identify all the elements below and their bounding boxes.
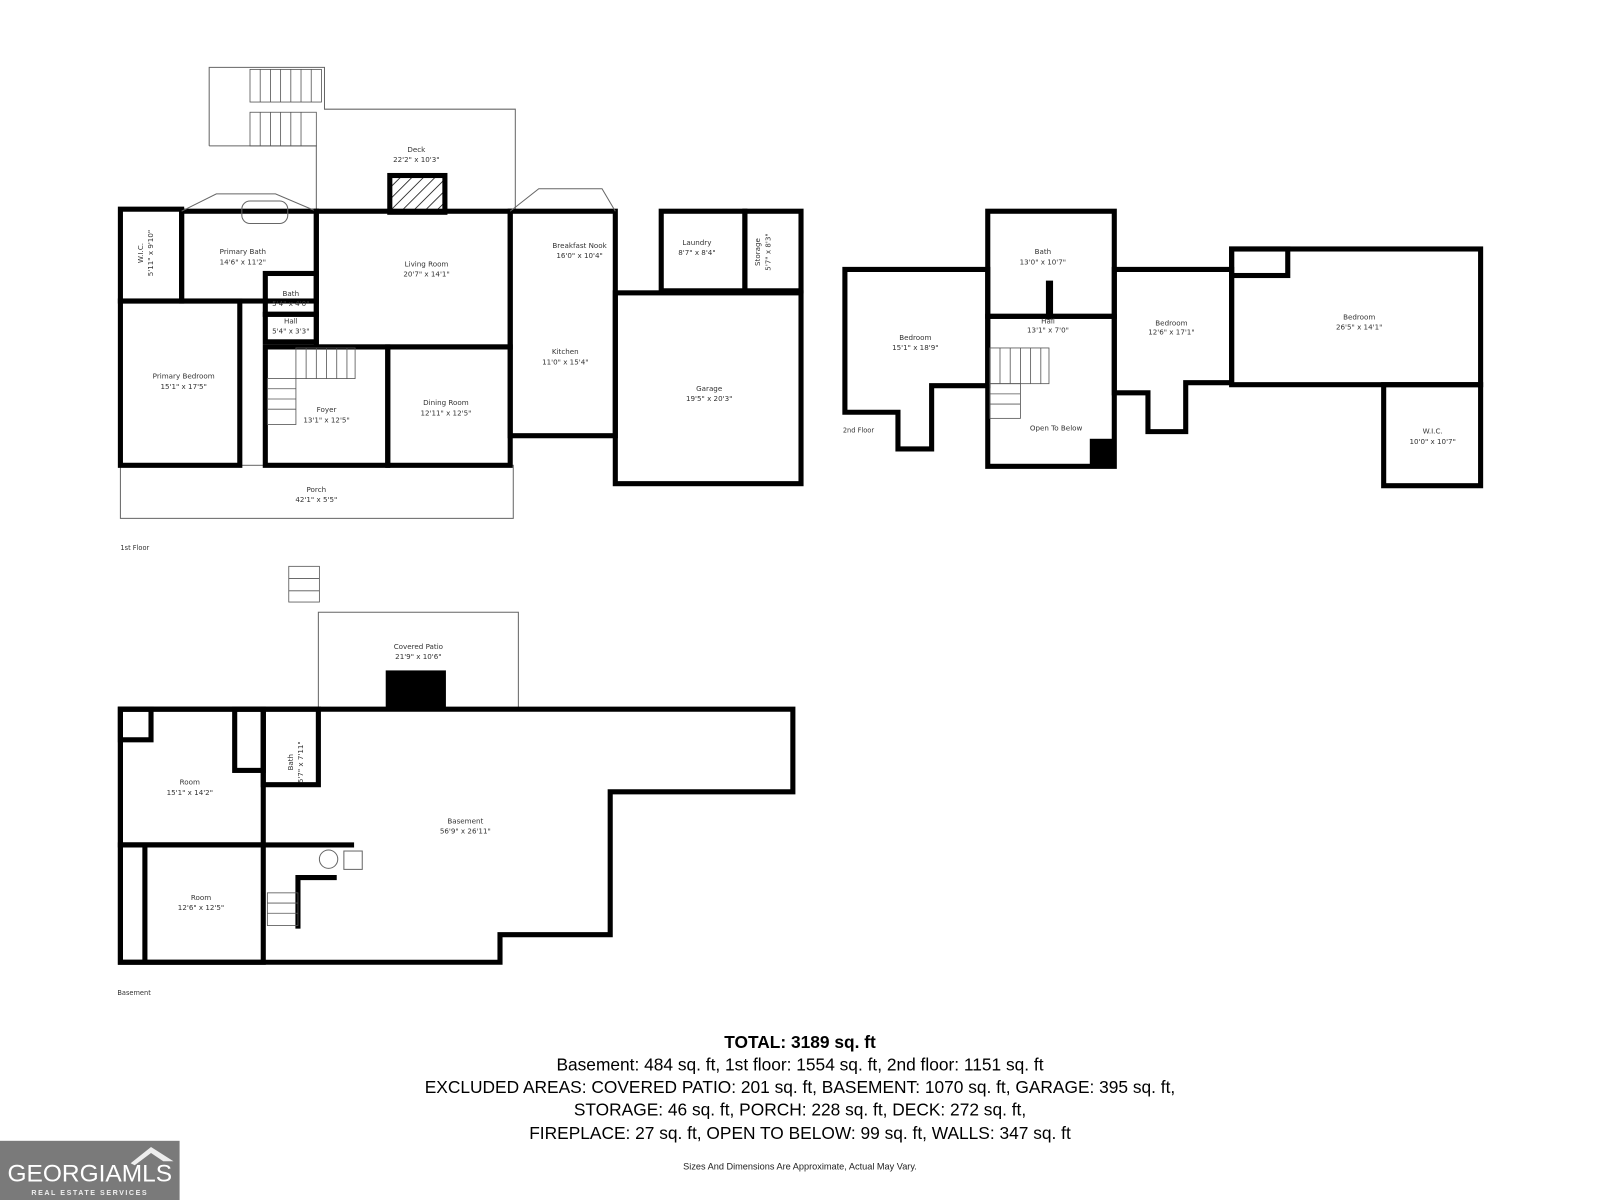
room-dims: 10'0" x 10'7" <box>1409 437 1455 446</box>
room-dims: 16'0" x 10'4" <box>556 251 602 260</box>
logo-text: GEORGIAMLS <box>8 1161 173 1188</box>
room-dims: 5'7" x 8'3" <box>763 233 772 270</box>
deck-outline <box>208 66 516 212</box>
water-heater-icon <box>318 849 339 869</box>
floor-label: 2nd Floor <box>843 427 874 435</box>
room-dims: 11'0" x 15'4" <box>542 357 588 366</box>
room-dims: 21'9" x 10'6" <box>395 652 441 661</box>
logo-subtitle: REAL ESTATE SERVICES <box>31 1189 148 1197</box>
room-dims: 26'5" x 14'1" <box>1336 323 1382 332</box>
room-name: Dining Room <box>423 398 469 407</box>
room-dims: 12'6" x 17'1" <box>1148 328 1194 337</box>
room-name: Laundry <box>682 238 711 247</box>
summary-line: STORAGE: 46 sq. ft, PORCH: 228 sq. ft, D… <box>574 1099 1026 1119</box>
basement-plan: Covered Patio 21'9" x 10'6" Room 15'1" x… <box>117 565 796 997</box>
summary-line: Basement: 484 sq. ft, 1st floor: 1554 sq… <box>556 1054 1043 1074</box>
room-dims: 15'1" x 14'2" <box>167 788 213 797</box>
first-floor-plan: Deck 22'2" x 10'3" Primary Bath 14'6" x … <box>117 66 804 552</box>
room-name: Bath <box>286 754 295 771</box>
room-dims: 5'7" x 7'11" <box>296 741 305 783</box>
room-name: Room <box>180 778 200 787</box>
total-area: TOTAL: 3189 sq. ft <box>724 1032 876 1052</box>
room-dims: 15'1" x 18'9" <box>892 343 938 352</box>
room-name: Bath <box>283 289 300 298</box>
room-dims: 13'1" x 7'0" <box>1027 326 1069 335</box>
deck-stairs <box>249 68 322 147</box>
georgia-mls-logo: GEORGIAMLS REAL ESTATE SERVICES <box>0 1140 180 1200</box>
room-dims: 42'1" x 5'5" <box>295 495 337 504</box>
room-name: Deck <box>407 145 426 154</box>
room-name: Bedroom <box>899 333 931 342</box>
room-dims: 12'11" x 12'5" <box>420 408 471 417</box>
room-name: W.I.C. <box>1423 427 1443 436</box>
room-name: Kitchen <box>552 347 579 356</box>
room-name: Open To Below <box>1030 424 1083 433</box>
disclaimer: Sizes And Dimensions Are Approximate, Ac… <box>683 1161 917 1171</box>
room-dims: 56'9" x 26'11" <box>440 827 491 836</box>
room-dims: 5'4" x 4'0" <box>272 299 309 308</box>
room-name: Bedroom <box>1155 319 1187 328</box>
room-name: Porch <box>307 485 327 494</box>
summary-line: EXCLUDED AREAS: COVERED PATIO: 201 sq. f… <box>425 1077 1176 1097</box>
room-dims: 20'7" x 14'1" <box>403 270 449 279</box>
summary-line: FIREPLACE: 27 sq. ft, OPEN TO BELOW: 99 … <box>529 1123 1071 1143</box>
room-name: Bath <box>1035 247 1052 256</box>
fireplace <box>387 172 448 215</box>
room-dims: 8'7" x 8'4" <box>678 248 715 257</box>
floor-label: Basement <box>117 989 151 997</box>
room-dims: 13'0" x 10'7" <box>1020 257 1066 266</box>
room-dims: 22'2" x 10'3" <box>393 155 439 164</box>
room-name: Primary Bath <box>220 247 266 256</box>
second-floor-plan: Bedroom 15'1" x 18'9" Bath 13'0" x 10'7"… <box>842 208 1484 489</box>
room-dims: 14'6" x 11'2" <box>220 257 266 266</box>
room-dims: 19'5" x 20'3" <box>686 394 732 403</box>
room-name: Living Room <box>405 259 449 268</box>
room-dims: 5'11" x 9'10" <box>146 230 155 276</box>
room-name: Breakfast Nook <box>552 241 607 250</box>
room-name: Hall <box>284 316 298 325</box>
room-name: Covered Patio <box>394 642 443 651</box>
room-name: Bedroom <box>1343 312 1375 321</box>
room-name: W.I.C. <box>136 243 145 263</box>
room-name: Basement <box>447 816 483 825</box>
room-name: Storage <box>753 238 762 266</box>
room-name: Primary Bedroom <box>153 372 215 381</box>
room-name: Foyer <box>317 405 337 414</box>
floor-label: 1st Floor <box>120 544 149 552</box>
room-name: Hall <box>1041 316 1055 325</box>
area-summary: TOTAL: 3189 sq. ft Basement: 484 sq. ft,… <box>425 1032 1176 1171</box>
room-dims: 5'4" x 3'3" <box>272 327 309 336</box>
room-dims: 15'1" x 17'5" <box>160 382 206 391</box>
room-name: Room <box>191 893 211 902</box>
room-dims: 12'6" x 12'5" <box>178 903 224 912</box>
room-dims: 13'1" x 12'5" <box>303 415 349 424</box>
room-name: Garage <box>696 384 722 393</box>
